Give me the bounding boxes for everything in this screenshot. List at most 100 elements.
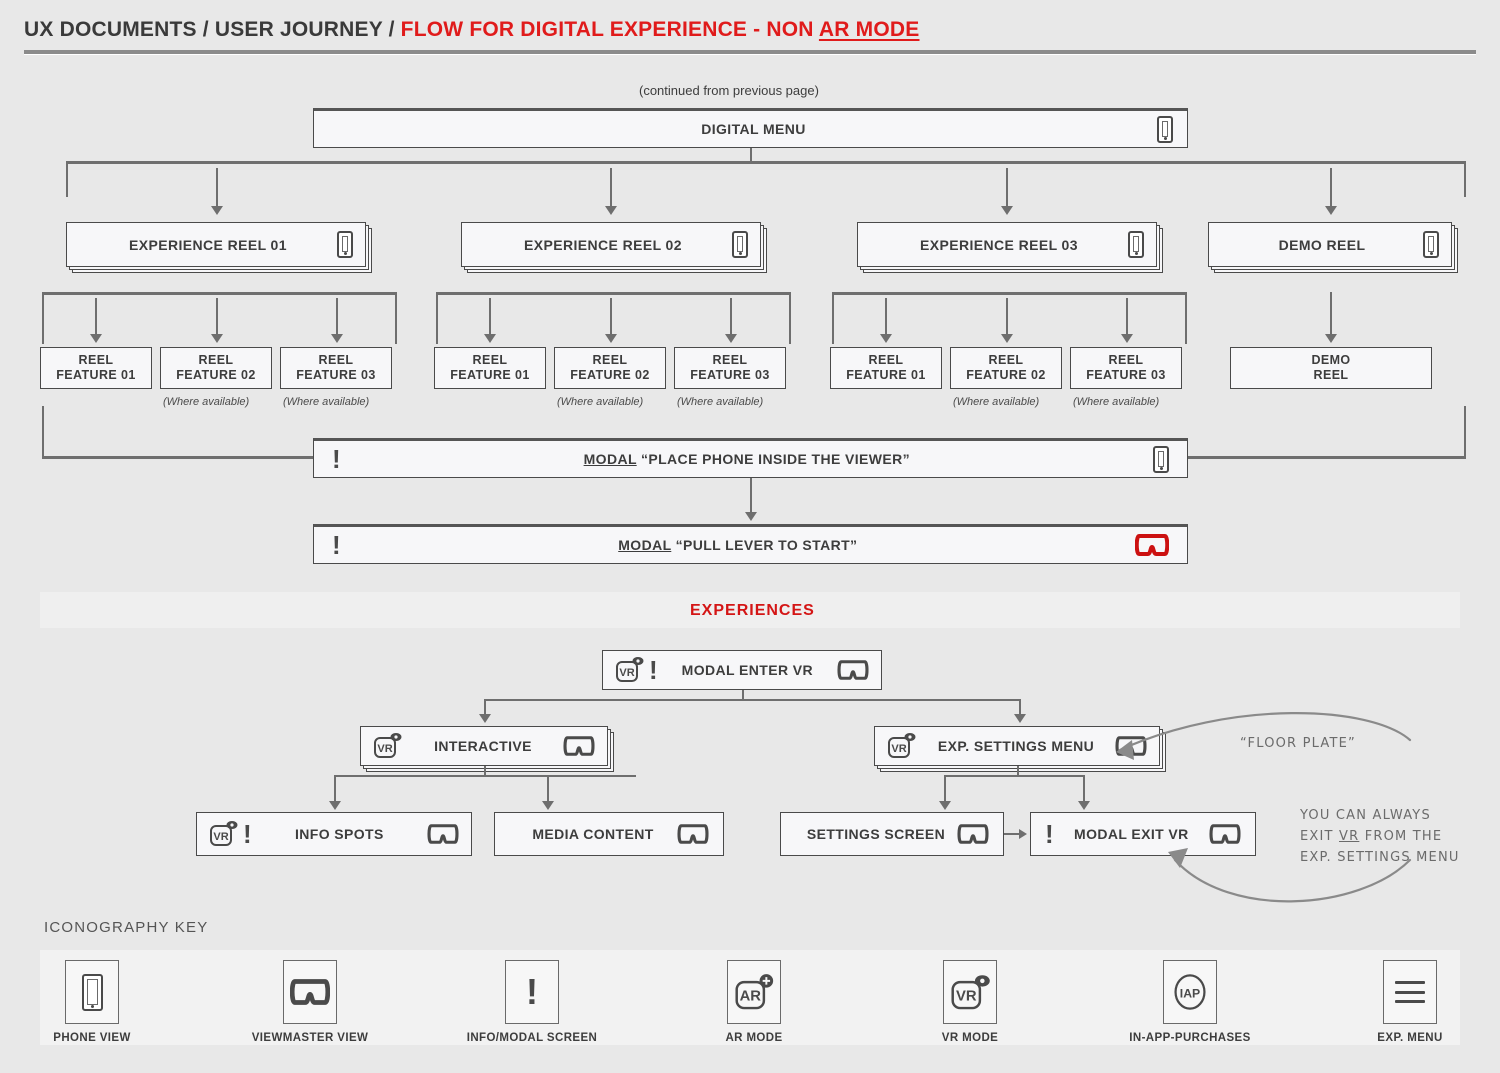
- key-title: ICONOGRAPHY KEY: [44, 919, 209, 936]
- vr-mode-icon: VR: [209, 820, 239, 848]
- viewmaster-view-icon: [837, 659, 869, 681]
- breadcrumb-title-underlined: AR MODE: [818, 18, 920, 41]
- phone-view-icon: [337, 231, 353, 258]
- phone-view-icon: [81, 973, 103, 1011]
- node-label-line1: REEL: [712, 353, 748, 367]
- key-icon-box: [65, 960, 119, 1024]
- vr-mode-icon: VR: [373, 732, 403, 760]
- arrowhead: [479, 714, 491, 723]
- node-label: DEMO REEL: [1278, 236, 1366, 253]
- key-icon-box: AR: [727, 960, 781, 1024]
- viewmaster-view-icon: [563, 735, 595, 757]
- node-media-content[interactable]: MEDIA CONTENT: [494, 812, 724, 856]
- hamburger-menu-icon[interactable]: [328, 121, 350, 137]
- svg-text:VR: VR: [891, 743, 906, 755]
- info-modal-icon: !: [649, 655, 658, 685]
- connector: [66, 161, 68, 197]
- availability-note: (Where available): [677, 396, 764, 408]
- arrowhead: [725, 334, 737, 343]
- connector-bus: [436, 292, 791, 295]
- node-label: INTERACTIVE: [434, 738, 532, 754]
- info-modal-icon: !: [243, 819, 252, 849]
- node-label-line1: REEL: [988, 353, 1024, 367]
- connector: [489, 298, 491, 336]
- node-modal-enter-vr[interactable]: VR ! MODAL ENTER VR: [602, 650, 882, 690]
- node-digital-menu[interactable]: DIGITAL MENU: [313, 108, 1188, 148]
- availability-note: (Where available): [163, 396, 250, 408]
- connector: [1019, 699, 1021, 718]
- modal-text: “PULL LEVER TO START”: [671, 537, 858, 553]
- node-label-line2: FEATURE 03: [296, 368, 376, 382]
- phone-view-icon: [1157, 115, 1173, 143]
- node-label-line2: FEATURE 01: [56, 368, 136, 382]
- arrowhead: [211, 334, 223, 343]
- key-label: PHONE VIEW: [53, 1032, 131, 1044]
- arrowhead: [1014, 714, 1026, 723]
- modal-text: “PLACE PHONE INSIDE THE VIEWER”: [636, 451, 911, 467]
- key-item-vr-mode: VR VR MODE: [900, 960, 1040, 1044]
- page-title: UX DOCUMENTS / USER JOURNEY / FLOW FOR D…: [24, 18, 920, 42]
- connector: [42, 292, 44, 344]
- arrowhead: [1325, 334, 1337, 343]
- connector-bus: [484, 699, 1021, 701]
- node-demo-reel[interactable]: DEMO REEL: [1208, 222, 1452, 267]
- node-label-line1: REEL: [592, 353, 628, 367]
- availability-note: (Where available): [557, 396, 644, 408]
- modal-prefix: MODAL: [618, 537, 672, 553]
- node-label-line2: FEATURE 01: [450, 368, 530, 382]
- node-label: EXPERIENCE REEL 01: [129, 236, 287, 253]
- phone-view-icon: [1128, 231, 1144, 258]
- key-icon-box: VR: [943, 960, 997, 1024]
- node-label-line1: REEL: [78, 353, 114, 367]
- node-label-line1: REEL: [198, 353, 234, 367]
- connector: [547, 775, 549, 805]
- node-label: EXPERIENCE REEL 02: [524, 236, 682, 253]
- arrowhead: [880, 334, 892, 343]
- key-label: AR MODE: [725, 1032, 783, 1044]
- node-experience-reel-02[interactable]: EXPERIENCE REEL 02: [461, 222, 761, 267]
- node-settings-screen[interactable]: SETTINGS SCREEN: [780, 812, 1004, 856]
- connector: [1004, 833, 1020, 835]
- node-experience-reel-03[interactable]: EXPERIENCE REEL 03: [857, 222, 1157, 267]
- vr-mode-icon: VR: [951, 975, 990, 1010]
- node-label-line1: REEL: [868, 353, 904, 367]
- node-interactive[interactable]: VR INTERACTIVE: [360, 726, 608, 766]
- availability-note: (Where available): [953, 396, 1040, 408]
- section-label-experiences: EXPERIENCES: [690, 602, 815, 619]
- key-item-ar-mode: AR AR MODE: [684, 960, 824, 1044]
- viewmaster-view-icon: [957, 823, 989, 845]
- node-experience-reel-01[interactable]: EXPERIENCE REEL 01: [66, 222, 366, 267]
- vr-mode-icon: VR: [887, 732, 917, 760]
- node-label: MODAL ENTER VR: [681, 662, 814, 678]
- connector: [1464, 161, 1466, 197]
- node-label-line2: FEATURE 03: [690, 368, 770, 382]
- node-label-line1: DEMO: [1311, 353, 1351, 367]
- connector: [742, 690, 744, 700]
- node-label-line2: REEL: [1313, 368, 1349, 382]
- key-label: INFO/MODAL SCREEN: [466, 1032, 598, 1044]
- node-modal-place-phone[interactable]: ! MODAL “PLACE PHONE INSIDE THE VIEWER”: [313, 438, 1188, 478]
- phone-view-icon: [1423, 231, 1439, 258]
- node-modal-pull-lever[interactable]: ! MODAL “PULL LEVER TO START”: [313, 524, 1188, 564]
- viewmaster-view-icon: [427, 823, 459, 845]
- node-modal-exit-vr[interactable]: ! MODAL EXIT VR: [1030, 812, 1256, 856]
- arrowhead: [1001, 334, 1013, 343]
- viewmaster-view-icon: [1209, 823, 1241, 845]
- key-label: VR MODE: [941, 1032, 999, 1044]
- connector-bus: [334, 775, 636, 777]
- key-item-exp-menu: EXP. MENU: [1340, 960, 1480, 1044]
- arrowhead: [1019, 829, 1027, 839]
- node-info-spots[interactable]: VR ! INFO SPOTS: [196, 812, 472, 856]
- key-icon-box: IAP: [1163, 960, 1217, 1024]
- arrowhead: [745, 512, 757, 521]
